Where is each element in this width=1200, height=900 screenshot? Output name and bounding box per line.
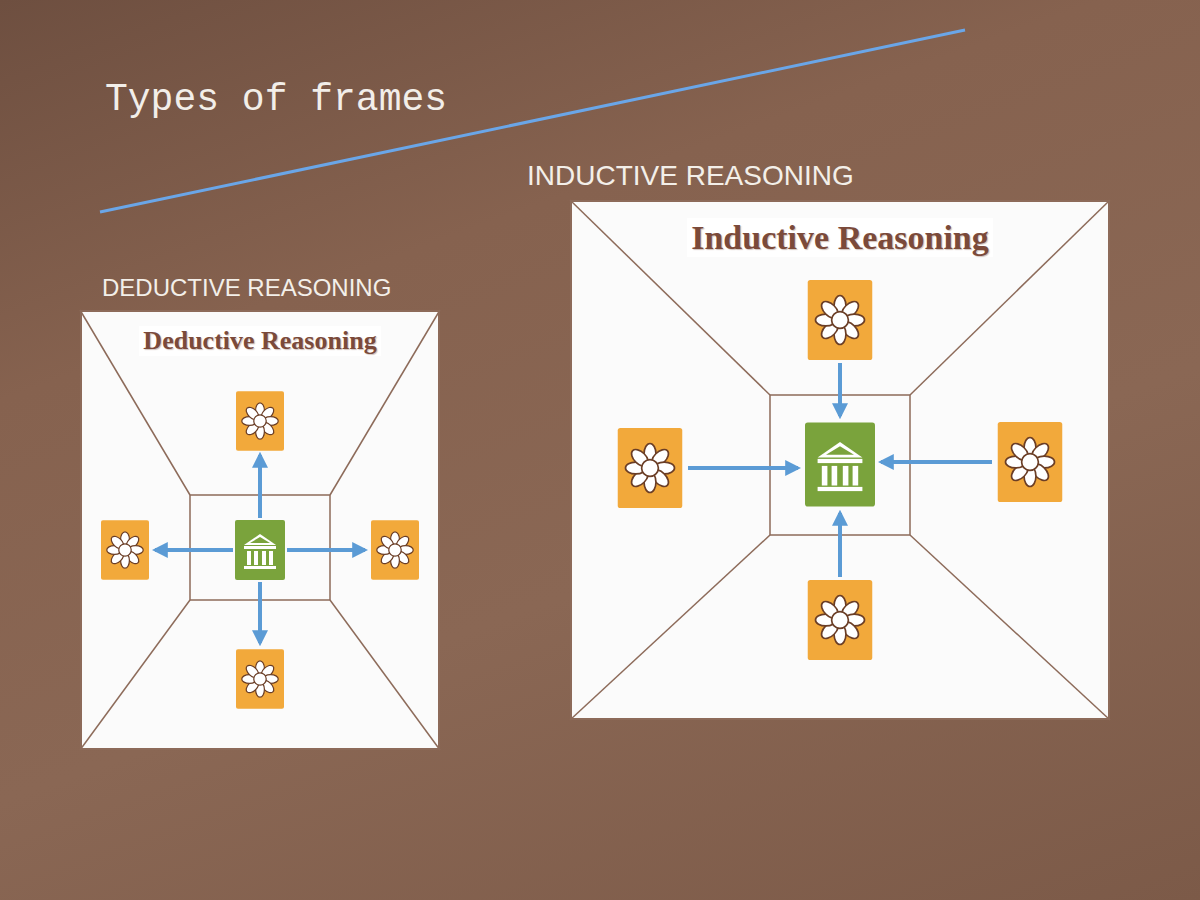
frame-panel: DEDUCTIVE REASONINGDeductive Reasoning	[80, 310, 440, 750]
building-icon	[235, 520, 285, 580]
title-rule	[100, 30, 965, 212]
flower-icon	[808, 280, 873, 360]
section-label: DEDUCTIVE REASONING	[102, 274, 391, 302]
flower-icon	[101, 520, 149, 580]
flower-icon	[236, 649, 284, 709]
building-icon	[805, 423, 875, 507]
flower-icon	[618, 428, 683, 508]
flower-icon	[236, 391, 284, 451]
frame-heading: Inductive Reasoning	[687, 218, 993, 257]
flower-icon	[808, 580, 873, 660]
inductive-frame	[570, 200, 1110, 720]
section-label: INDUCTIVE REASONING	[527, 160, 854, 192]
deductive-frame	[80, 310, 440, 750]
slide-title: Types of frames	[105, 78, 447, 122]
flower-icon	[371, 520, 419, 580]
frame-panel: INDUCTIVE REASONINGInductive Reasoning	[570, 200, 1110, 720]
frame-heading: Deductive Reasoning	[139, 326, 380, 356]
flower-icon	[998, 422, 1063, 502]
